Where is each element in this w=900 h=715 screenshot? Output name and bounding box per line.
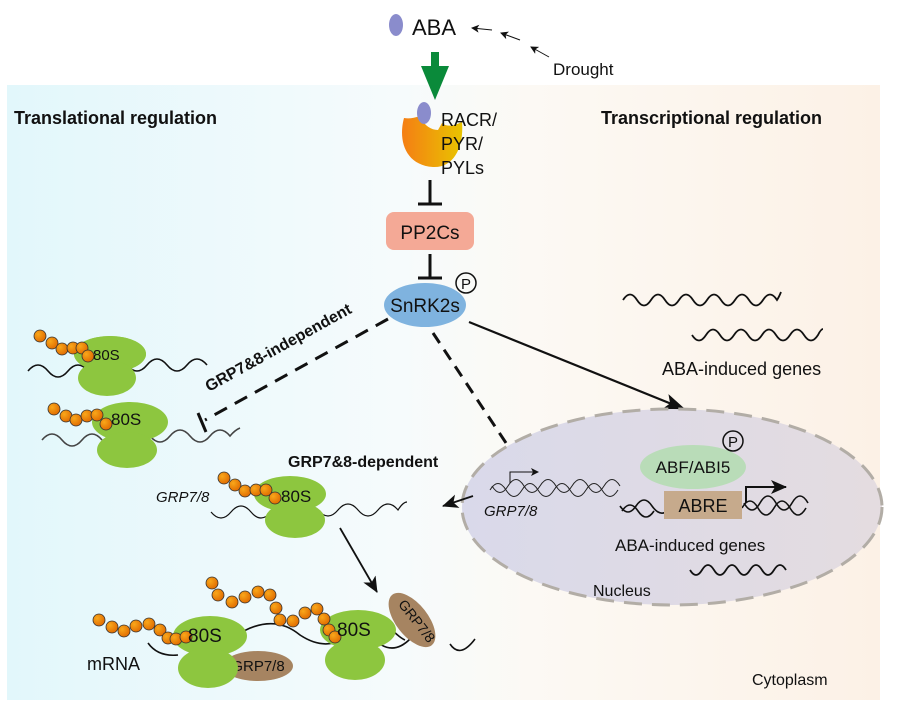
translational-regulation-title: Translational regulation bbox=[14, 108, 217, 128]
receptor-label-line1: RACR/ bbox=[441, 110, 497, 130]
cytoplasm-label: Cytoplasm bbox=[752, 672, 828, 689]
phospho-label-snrk2: P bbox=[461, 276, 471, 293]
grp-transcription-start-arrow bbox=[509, 468, 539, 483]
drought-arrow-1 bbox=[471, 24, 493, 33]
ribosome-1-label: 80S bbox=[93, 347, 120, 364]
ribosome-3-label: 80S bbox=[281, 487, 311, 506]
ribosome-2-label: 80S bbox=[111, 410, 141, 429]
peptide-chain-3 bbox=[217, 471, 282, 505]
snrk2-label: SnRK2s bbox=[390, 296, 460, 317]
receptor-label-line2: PYR/ bbox=[441, 134, 483, 154]
abf-abi5-label: ABF/ABI5 bbox=[656, 458, 731, 477]
snrk2-ellipse bbox=[384, 283, 466, 327]
receptor-icon bbox=[402, 102, 463, 168]
polysome-ribosome-1-label: 80S bbox=[188, 626, 222, 647]
independent-dashed-line bbox=[204, 317, 389, 422]
green-arrow-icon bbox=[421, 52, 449, 100]
ribosome-1 bbox=[27, 336, 208, 396]
polysome-peptide-2 bbox=[205, 576, 342, 644]
dependent-label: GRP7&8-dependent bbox=[288, 454, 439, 471]
aba-molecule-icon bbox=[389, 14, 403, 36]
polysome-ribosome-1 bbox=[173, 616, 247, 688]
nucleus-to-ribosome-arrow bbox=[442, 494, 474, 508]
cytoplasm-gene-wave-1 bbox=[622, 291, 782, 307]
nucleus-grp-gene-label: GRP7/8 bbox=[484, 503, 538, 520]
mrna-label: mRNA bbox=[87, 654, 140, 674]
aba-label: ABA bbox=[412, 15, 456, 40]
polysome-peptide-1 bbox=[92, 613, 193, 646]
nucleus-gene-wave bbox=[689, 564, 787, 576]
drought-arrow-2 bbox=[500, 31, 521, 41]
phospho-icon-abf bbox=[722, 430, 744, 452]
ribosome-2 bbox=[41, 402, 241, 468]
polysome-grp-1-label: GRP7/8 bbox=[231, 658, 284, 675]
pp2c-box bbox=[386, 212, 474, 250]
polysome-ribosome-2-label: 80S bbox=[337, 620, 371, 641]
phospho-icon-snrk2 bbox=[455, 272, 477, 294]
abre-box bbox=[664, 491, 742, 519]
aba-gene-transcription-arrow bbox=[745, 480, 787, 503]
polysome-grp-2 bbox=[388, 592, 436, 648]
cytoplasm-gene-wave-2 bbox=[691, 328, 824, 342]
nucleus-label: Nucleus bbox=[593, 583, 651, 600]
peptide-chain-2 bbox=[47, 402, 113, 431]
nucleus-genes-label: ABA-induced genes bbox=[615, 536, 765, 555]
ribosome-3-grp-label: GRP7/8 bbox=[156, 489, 210, 506]
abf-abi5-ellipse bbox=[640, 445, 746, 489]
inhibition-pp2c-snrk2 bbox=[418, 254, 442, 280]
receptor-label-line3: PYLs bbox=[441, 158, 484, 178]
abre-dna bbox=[619, 495, 809, 518]
transcriptional-regulation-title: Transcriptional regulation bbox=[601, 108, 822, 128]
inhibition-receptor-pp2c bbox=[418, 180, 442, 206]
peptide-chain-1 bbox=[33, 329, 95, 363]
cytoplasm-genes-label: ABA-induced genes bbox=[662, 359, 821, 379]
phospho-label-abf: P bbox=[728, 434, 738, 451]
snrk2-to-nucleus-arrow bbox=[468, 320, 686, 411]
abre-label: ABRE bbox=[678, 496, 727, 516]
pp2c-label: PP2Cs bbox=[400, 223, 459, 244]
independent-inhibition-bar bbox=[196, 412, 208, 433]
grp-gene-dna bbox=[489, 479, 621, 497]
polysome-grp-1 bbox=[223, 651, 293, 681]
drought-label: Drought bbox=[553, 60, 614, 79]
drought-arrow-3 bbox=[530, 46, 550, 58]
ribosome-to-polysome-arrow bbox=[339, 527, 378, 593]
dependent-dashed-line bbox=[431, 332, 510, 447]
